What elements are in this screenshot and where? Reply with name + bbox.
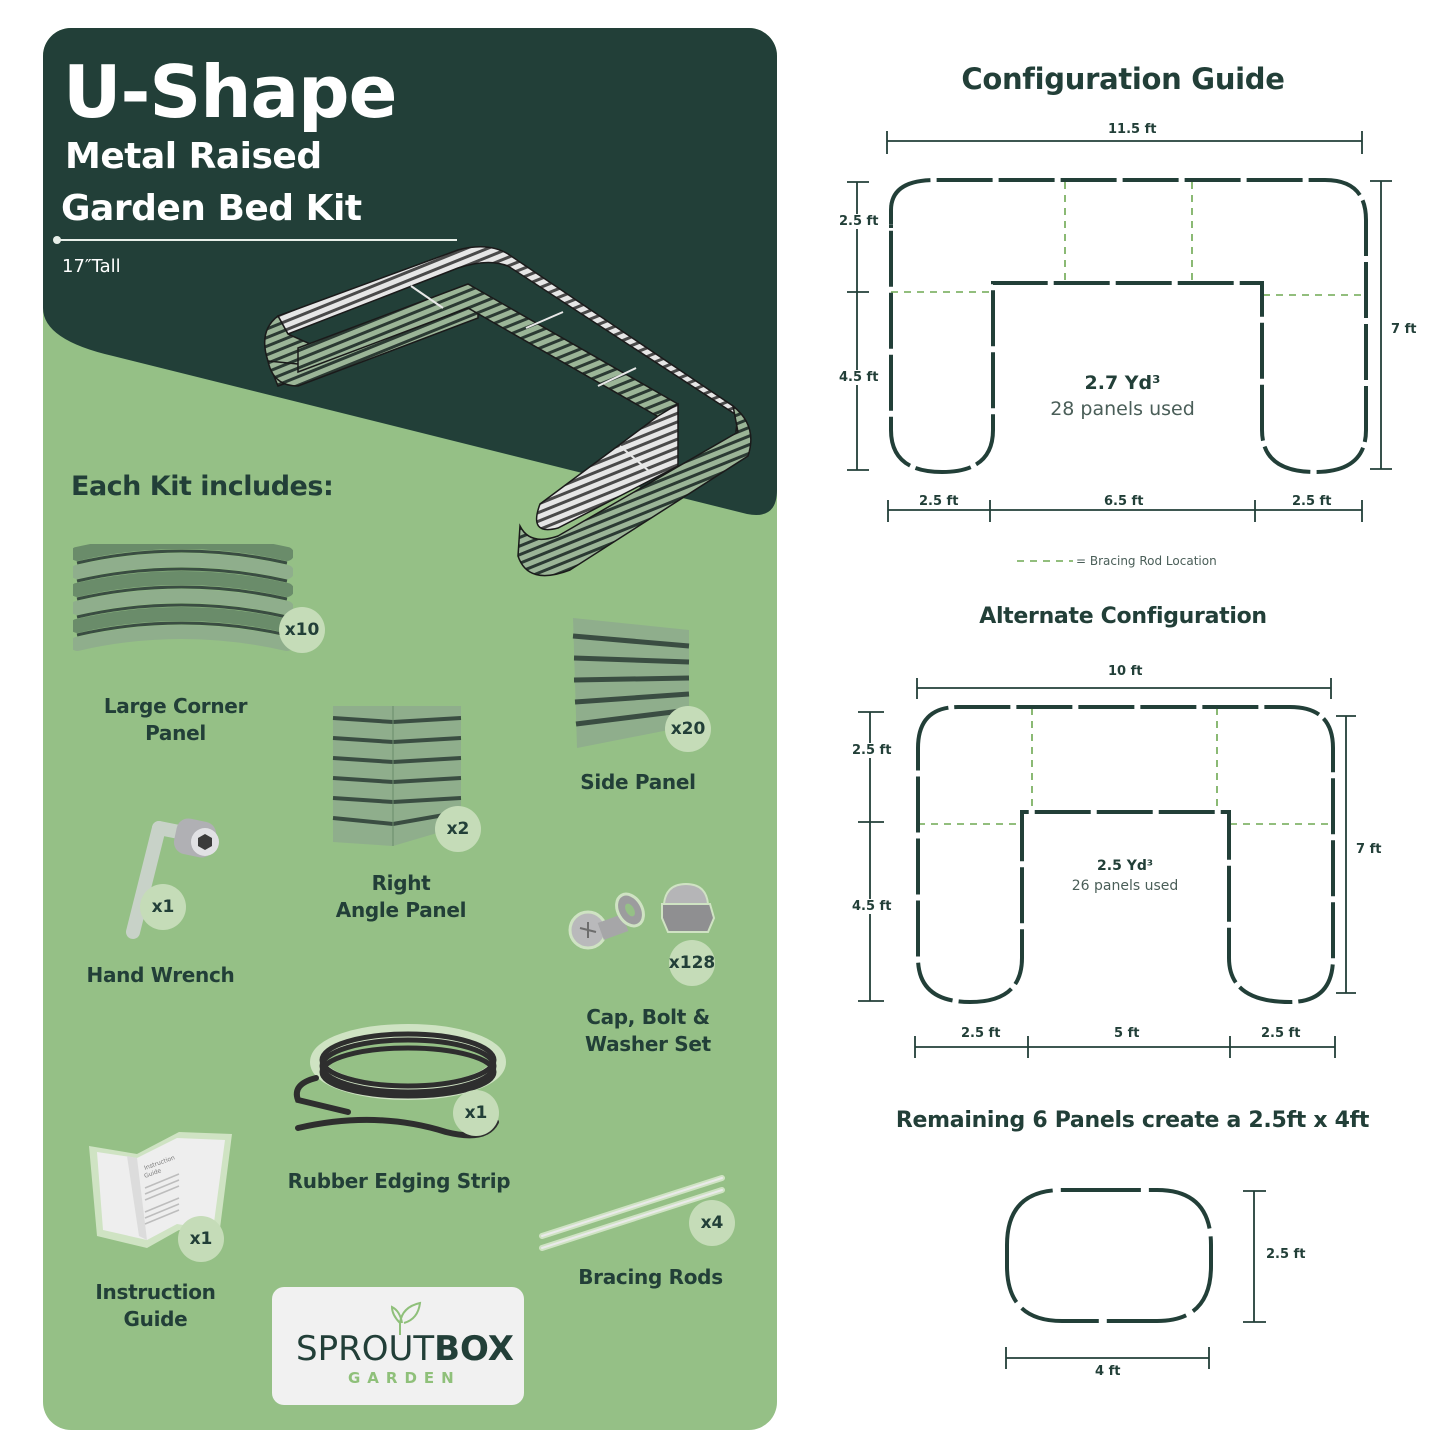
logo-wordmark: SPROUTBOX — [296, 1329, 514, 1369]
config-volume: 2.7 Yd³ — [1084, 372, 1161, 394]
qty-badge-bracing-rods: x4 — [689, 1200, 735, 1246]
config-bottom-middle: 6.5 ft — [1104, 494, 1144, 509]
label-side-panel: Side Panel — [580, 770, 696, 794]
alt-bottom-middle: 5 ft — [1114, 1026, 1140, 1041]
qty-badge-instruction-guide: x1 — [178, 1216, 224, 1262]
label-instruction-guide: Instruction Guide — [95, 1280, 216, 1331]
label-cap-bolt-washer: Cap, Bolt & Washer Set — [585, 1005, 711, 1056]
alt-config-diagram — [858, 678, 1356, 1058]
remaining-height: 2.5 ft — [1266, 1247, 1306, 1262]
bracing-legend-dash-icon — [1017, 560, 1073, 562]
alt-top-height: 2.5 ft — [852, 743, 892, 758]
config-panels-used: 28 panels used — [1050, 398, 1195, 420]
u-shape-bed-illustration — [263, 246, 752, 577]
height-label: 17″Tall — [62, 256, 121, 277]
label-rubber-edging-strip: Rubber Edging Strip — [287, 1169, 511, 1193]
alt-total-width: 10 ft — [1108, 664, 1143, 679]
alt-panels-used: 26 panels used — [1071, 878, 1179, 894]
bracing-legend-label: = Bracing Rod Location — [1076, 554, 1217, 568]
product-subtitle-line2: Garden Bed Kit — [61, 188, 362, 229]
cap-bolt-washer-icon — [568, 882, 716, 950]
kit-contents-card: U-Shape Metal Raised Garden Bed Kit 17″T… — [43, 28, 777, 1430]
logo-subtitle: GARDEN — [348, 1369, 461, 1387]
product-title: U-Shape — [63, 50, 397, 134]
config-total-width: 11.5 ft — [1108, 122, 1157, 137]
config-leg-height: 4.5 ft — [839, 370, 879, 385]
kit-heading: Each Kit includes: — [71, 471, 334, 502]
alt-leg-height: 4.5 ft — [852, 899, 892, 914]
config-top-height: 2.5 ft — [839, 214, 879, 229]
remaining-diagram — [1005, 1188, 1266, 1369]
alt-config-title: Alternate Configuration — [979, 604, 1267, 629]
qty-badge-large-corner: x10 — [279, 607, 325, 653]
bracing-rods-icon — [539, 1175, 725, 1251]
product-subtitle-line1: Metal Raised — [65, 136, 322, 177]
alt-total-height: 7 ft — [1356, 842, 1382, 857]
alt-bottom-left: 2.5 ft — [961, 1026, 1001, 1041]
qty-badge-side-panel: x20 — [665, 706, 711, 752]
alt-volume: 2.5 Yd³ — [1097, 858, 1153, 874]
config-bottom-left: 2.5 ft — [919, 494, 959, 509]
sproutbox-logo: SPROUTBOX GARDEN — [272, 1287, 524, 1405]
qty-badge-cap-bolt: x128 — [669, 940, 715, 986]
sprout-leaf-icon — [390, 1301, 422, 1335]
label-large-corner-panel: Large Corner Panel — [103, 694, 248, 745]
qty-badge-rubber-edging: x1 — [453, 1090, 499, 1136]
config-bottom-right: 2.5 ft — [1292, 494, 1332, 509]
side-panel-icon — [572, 618, 690, 748]
label-right-angle-panel: Right Angle Panel — [335, 871, 467, 922]
label-bracing-rods: Bracing Rods — [578, 1265, 723, 1289]
config-guide-diagram — [847, 131, 1392, 522]
config-guide-title: Configuration Guide — [961, 62, 1285, 96]
hand-wrench-icon — [126, 818, 219, 939]
remaining-width: 4 ft — [1095, 1364, 1121, 1379]
label-hand-wrench: Hand Wrench — [86, 963, 235, 987]
large-corner-panel-icon — [73, 544, 293, 651]
qty-badge-hand-wrench: x1 — [140, 884, 186, 930]
title-divider — [55, 239, 457, 241]
remaining-title: Remaining 6 Panels create a 2.5ft x 4ft — [895, 1108, 1370, 1133]
config-total-height: 7 ft — [1391, 322, 1417, 337]
alt-bottom-right: 2.5 ft — [1261, 1026, 1301, 1041]
qty-badge-right-angle: x2 — [435, 806, 481, 852]
